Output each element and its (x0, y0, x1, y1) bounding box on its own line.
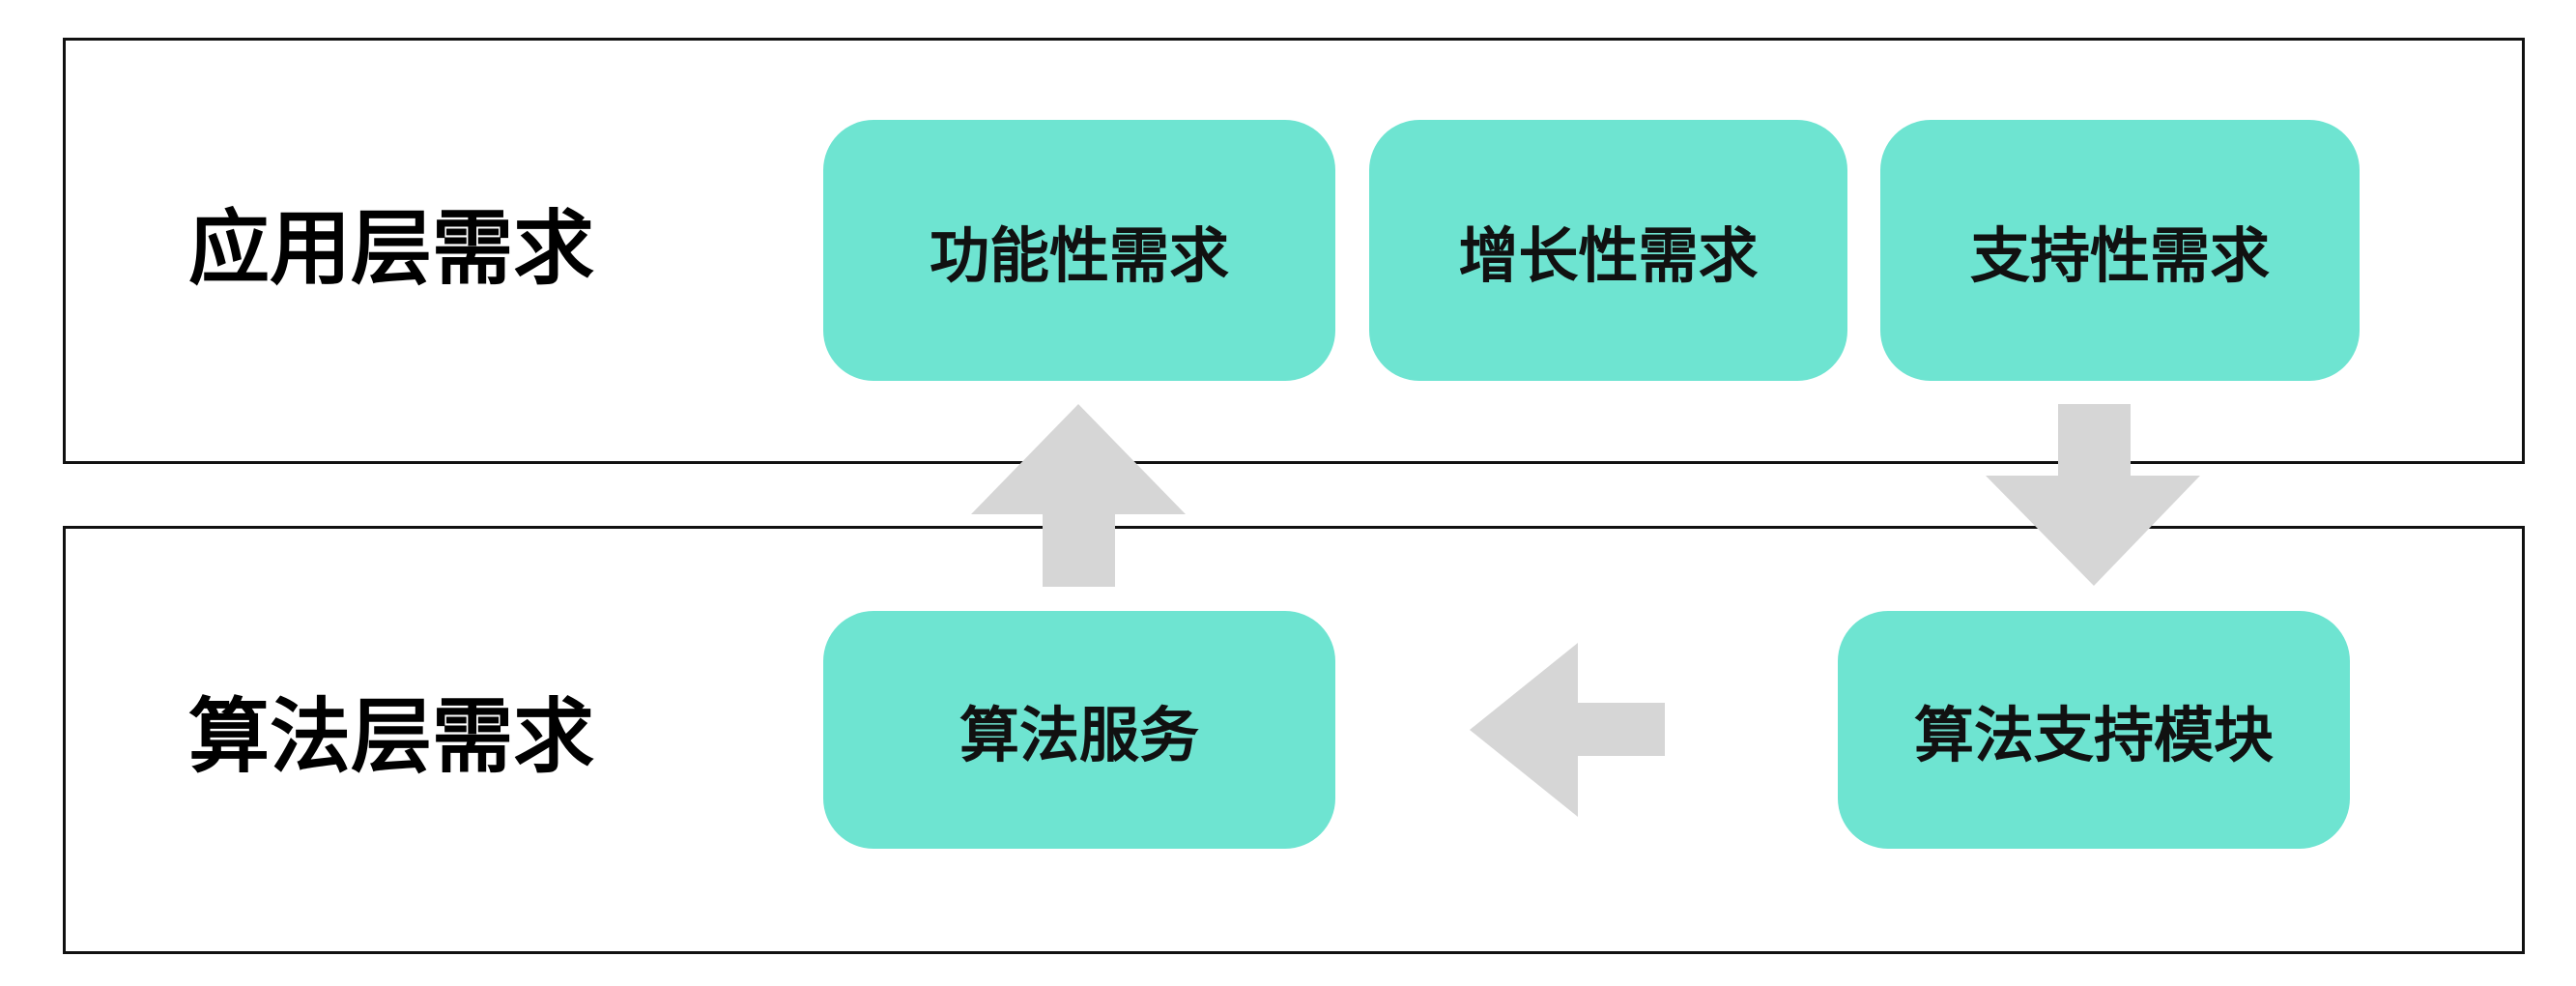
support-requirement-box: 支持性需求 (1880, 120, 2360, 381)
functional-requirement-box: 功能性需求 (823, 120, 1335, 381)
algorithm-layer-label: 算法层需求 (188, 689, 595, 784)
algorithm-support-module-box: 算法支持模块 (1838, 611, 2350, 849)
algorithm-service-box: 算法服务 (823, 611, 1335, 849)
application-layer-label: 应用层需求 (188, 201, 595, 296)
growth-requirement-box: 增长性需求 (1369, 120, 1847, 381)
